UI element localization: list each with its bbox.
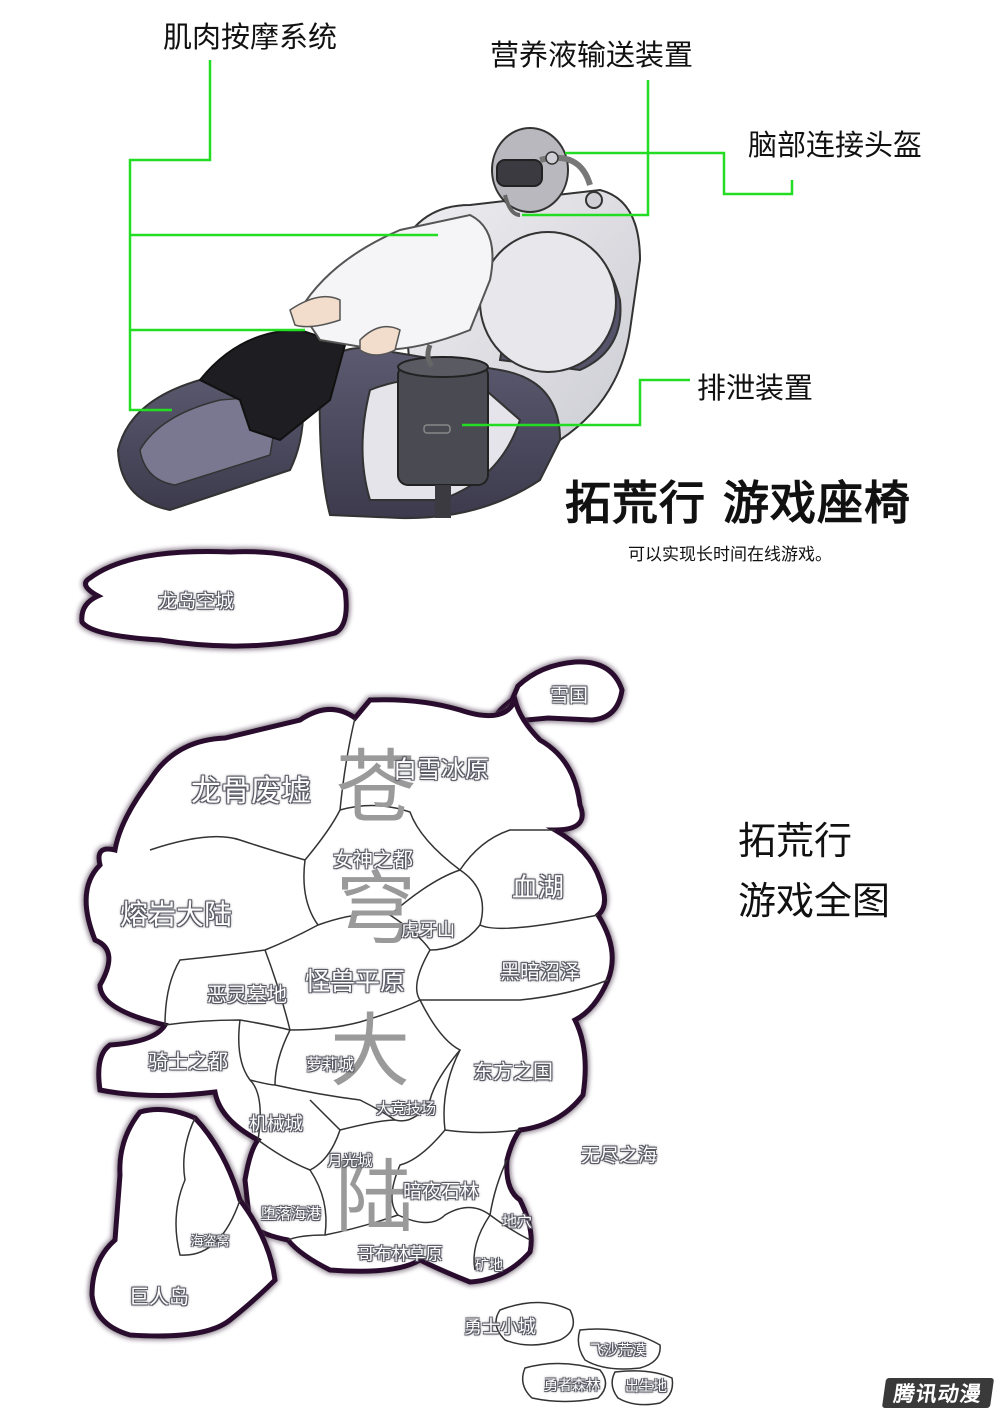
watermark-logo: 腾讯动漫 <box>881 1378 995 1408</box>
region-white-snow: 白雪冰原 <box>393 755 489 784</box>
callout-lines <box>128 60 794 427</box>
region-mine: 矿地 <box>475 1258 503 1274</box>
region-birthplace: 出生地 <box>625 1379 667 1395</box>
brain-helmet-label: 脑部连接头盔 <box>748 128 923 162</box>
region-blood-lake: 血湖 <box>511 873 565 904</box>
region-dragon-island: 龙岛空城 <box>157 590 235 613</box>
region-endless-sea: 无尽之海 <box>580 1144 658 1167</box>
region-borders <box>149 717 609 1271</box>
region-evil-tomb: 恶灵墓地 <box>207 982 287 1007</box>
muscle-callout-line <box>128 60 212 412</box>
world-map <box>79 549 674 1406</box>
region-brave-forest: 勇者森林 <box>544 1378 600 1394</box>
muscle-massage-label: 肌肉按摩系统 <box>163 20 338 54</box>
map-title-line2: 游戏全图 <box>738 879 891 923</box>
region-knight: 骑士之都 <box>148 1049 228 1074</box>
continent-char-3: 大 <box>330 1005 410 1098</box>
region-giant: 巨人岛 <box>129 1284 189 1309</box>
continent-main <box>83 691 615 1285</box>
region-sand-desert: 飞沙荒漠 <box>590 1343 646 1359</box>
person-torso <box>298 213 494 352</box>
continent-char-1: 苍 <box>336 741 416 834</box>
region-machine: 机械城 <box>249 1114 303 1135</box>
region-snow-country: 雪国 <box>549 684 589 707</box>
region-tiger-tooth: 虎牙山 <box>401 920 455 941</box>
region-cave: 地穴 <box>501 1212 533 1231</box>
island-dragon <box>79 549 349 649</box>
region-dark-marsh: 黑暗沼泽 <box>500 959 580 984</box>
region-moonlight: 月光城 <box>327 1151 373 1170</box>
nutrient-callout-line <box>522 80 650 217</box>
region-pirate: 海盗窝 <box>190 1234 230 1250</box>
region-east: 东方之国 <box>473 1059 553 1084</box>
continent-char-2: 穹 <box>336 863 416 956</box>
island-giant <box>89 1107 278 1339</box>
islet-birth <box>611 1370 674 1406</box>
region-arena: 大竞技场 <box>375 1099 437 1118</box>
region-fallen-port: 堕落海港 <box>260 1204 322 1223</box>
chair-subtitle: 可以实现长时间在线游戏。 <box>628 545 832 565</box>
region-goblin: 哥布林草原 <box>357 1244 443 1265</box>
islet-warrior <box>495 1301 575 1346</box>
game-chair-illustration <box>116 127 642 520</box>
region-goddess: 女神之都 <box>333 847 413 872</box>
islet-desert <box>577 1328 661 1370</box>
excretion-device-label: 排泄装置 <box>697 371 814 405</box>
islet-forest <box>521 1362 607 1403</box>
chair-title: 拓荒行 游戏座椅 <box>565 476 912 530</box>
region-monster-plain: 怪兽平原 <box>304 967 406 996</box>
region-dragon-bone: 龙骨废墟 <box>191 774 311 809</box>
nutrient-device-label: 营养液输送装置 <box>490 38 694 72</box>
region-lava: 熔岩大陆 <box>119 898 233 931</box>
person-legs <box>198 328 347 442</box>
region-warrior-town: 勇士小城 <box>464 1317 536 1338</box>
chair-armrest <box>479 231 617 373</box>
person-arm <box>289 295 341 328</box>
region-merry: 萝莉城 <box>305 1055 355 1074</box>
continent-char-4: 陆 <box>335 1151 415 1244</box>
region-night-stone: 暗夜石林 <box>402 1180 480 1203</box>
map-title-line1: 拓荒行 <box>738 819 853 863</box>
helmet-callout-line <box>565 151 794 196</box>
excretion-callout-line <box>462 378 690 427</box>
